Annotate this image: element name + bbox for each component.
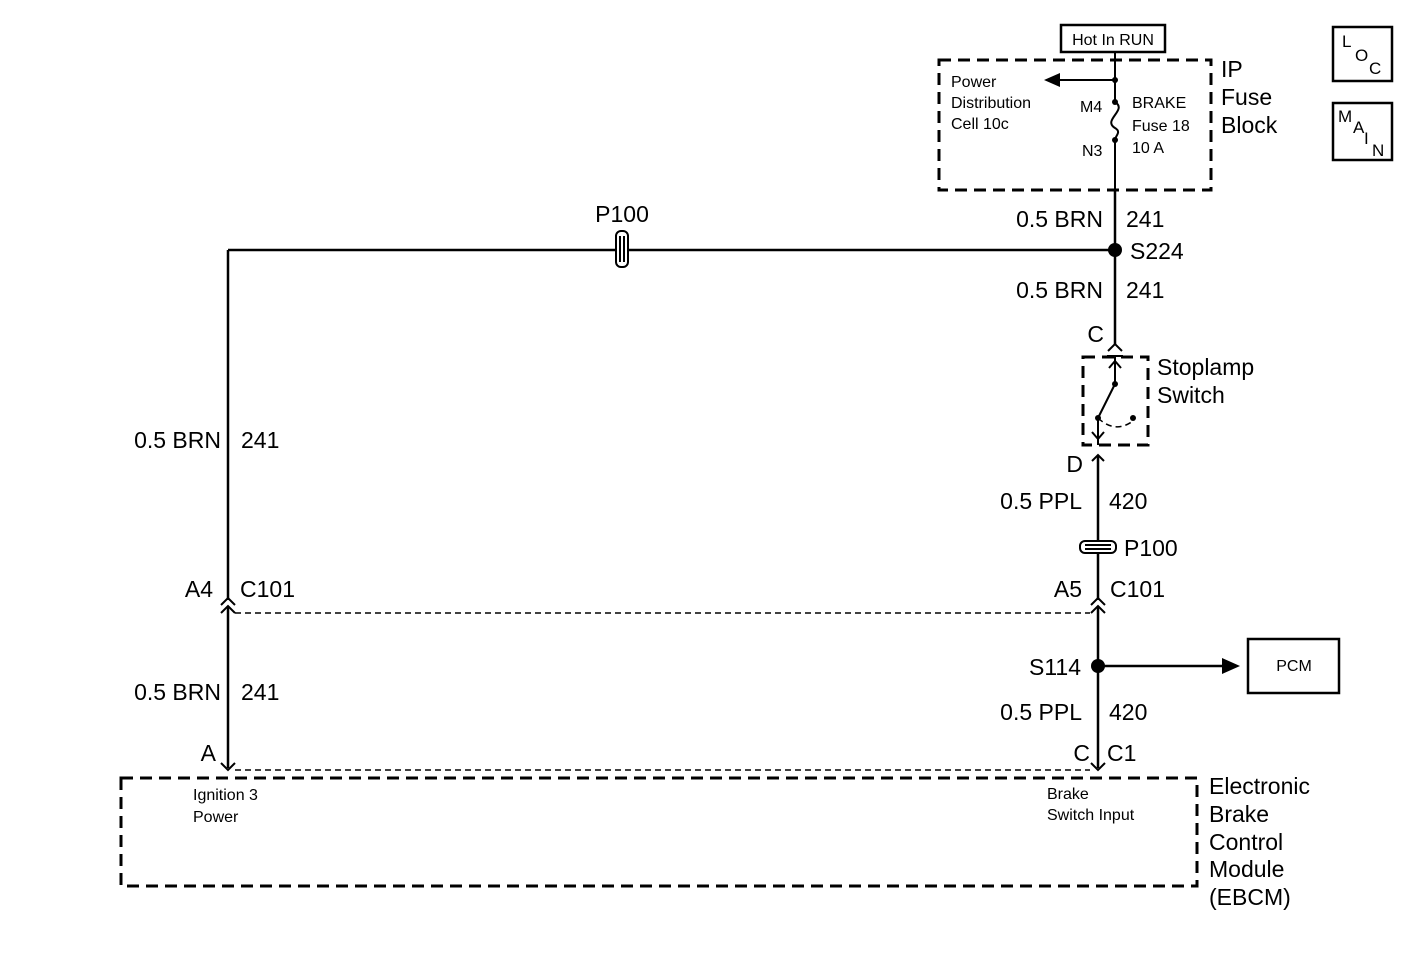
loc-icon-letter-2: O — [1355, 46, 1368, 65]
main-icon-letter-4: N — [1372, 141, 1384, 160]
switch-contact-icon — [1097, 383, 1116, 419]
wire-upper-right-a-circuit: 241 — [1126, 206, 1164, 232]
ebcm-title-1: Electronic — [1209, 773, 1310, 799]
switch-pin-d: D — [1066, 451, 1083, 477]
ebcm-title-3: Control — [1209, 829, 1283, 855]
stoplamp-switch: C Stoplamp Switch D — [1066, 321, 1254, 477]
pass-through-p100-right: P100 — [1079, 535, 1178, 561]
hot-in-run-label: Hot In RUN — [1059, 23, 1167, 54]
wire-left-lower-circuit: 241 — [241, 679, 279, 705]
wire-left-upper-circuit: 241 — [241, 427, 279, 453]
ebcm-left-input-2: Power — [193, 809, 239, 826]
splice-s224-label: S224 — [1130, 238, 1184, 264]
ebcm-right-input-1: Brake — [1047, 786, 1089, 803]
wire-right-mid-circuit: 420 — [1109, 488, 1147, 514]
splice-s114-label: S114 — [1029, 654, 1081, 680]
ebcm-connector-c1: C1 — [1107, 740, 1136, 766]
loc-icon-letter-3: C — [1369, 59, 1381, 78]
pass-through-p100-right-label: P100 — [1124, 535, 1178, 561]
main-icon-letter-2: A — [1353, 118, 1365, 137]
power-dist-line-2: Distribution — [951, 95, 1031, 112]
c101-right-pin: A5 — [1054, 576, 1082, 602]
ebcm-right-input-2: Switch Input — [1047, 807, 1135, 824]
hot-in-run-text: Hot In RUN — [1072, 32, 1154, 49]
switch-title-1: Stoplamp — [1157, 354, 1254, 380]
pass-through-p100-top: P100 — [595, 201, 649, 268]
pass-through-p100-top-label: P100 — [595, 201, 649, 227]
wire-right-mid-size: 0.5 PPL — [1000, 488, 1082, 514]
loc-icon-letter-1: L — [1342, 32, 1351, 51]
ebcm-pin-c: C — [1073, 740, 1090, 766]
ebcm-title-2: Brake — [1209, 801, 1269, 827]
pcm-arrow-icon — [1222, 658, 1240, 674]
fuse-symbol-icon — [1110, 101, 1120, 141]
power-dist-line-1: Power — [951, 74, 997, 91]
wire-upper-right-b-circuit: 241 — [1126, 277, 1164, 303]
switch-pin-c: C — [1087, 321, 1104, 347]
fuse-block-title-3: Block — [1221, 112, 1278, 138]
ebcm-title-5: (EBCM) — [1209, 884, 1291, 910]
power-dist-line-3: Cell 10c — [951, 116, 1009, 133]
fuse-block-title-1: IP — [1221, 56, 1243, 82]
wire-upper-right-b-size: 0.5 BRN — [1016, 277, 1103, 303]
power-dist-arrow-icon — [1044, 73, 1060, 87]
switch-title-2: Switch — [1157, 382, 1225, 408]
loc-icon[interactable]: L O C — [1331, 25, 1394, 83]
fuse-label-3: 10 A — [1132, 140, 1164, 157]
main-icon-letter-1: M — [1338, 107, 1352, 126]
main-icon-letter-3: I — [1364, 129, 1369, 148]
ebcm-title-4: Module — [1209, 856, 1284, 882]
fuse-label-1: BRAKE — [1132, 95, 1186, 112]
connector-c101: A4 C101 A5 C101 — [185, 576, 1165, 614]
wire-right-lower-size: 0.5 PPL — [1000, 699, 1082, 725]
ebcm-module: A Ignition 3 Power C C1 Brake Switch Inp… — [119, 740, 1310, 910]
ebcm-left-input-1: Ignition 3 — [193, 787, 258, 804]
fuse-pin-m4: M4 — [1080, 99, 1102, 116]
fuse-pin-n3: N3 — [1082, 143, 1103, 160]
c101-left-name: C101 — [240, 576, 295, 602]
pcm-box[interactable]: PCM — [1246, 637, 1341, 695]
ip-fuse-block: IP Fuse Block Power Distribution Cell 10… — [937, 52, 1278, 192]
wire-right-lower-circuit: 420 — [1109, 699, 1147, 725]
wire-upper-right-a-size: 0.5 BRN — [1016, 206, 1103, 232]
wire-left-upper-size: 0.5 BRN — [134, 427, 221, 453]
wire-left-lower-size: 0.5 BRN — [134, 679, 221, 705]
fuse-block-title-2: Fuse — [1221, 84, 1272, 110]
pcm-label: PCM — [1276, 658, 1312, 675]
c101-right-name: C101 — [1110, 576, 1165, 602]
c101-left-pin: A4 — [185, 576, 213, 602]
ebcm-pin-a: A — [201, 740, 217, 766]
fuse-label-2: Fuse 18 — [1132, 118, 1190, 135]
main-icon[interactable]: M A I N — [1331, 101, 1394, 162]
